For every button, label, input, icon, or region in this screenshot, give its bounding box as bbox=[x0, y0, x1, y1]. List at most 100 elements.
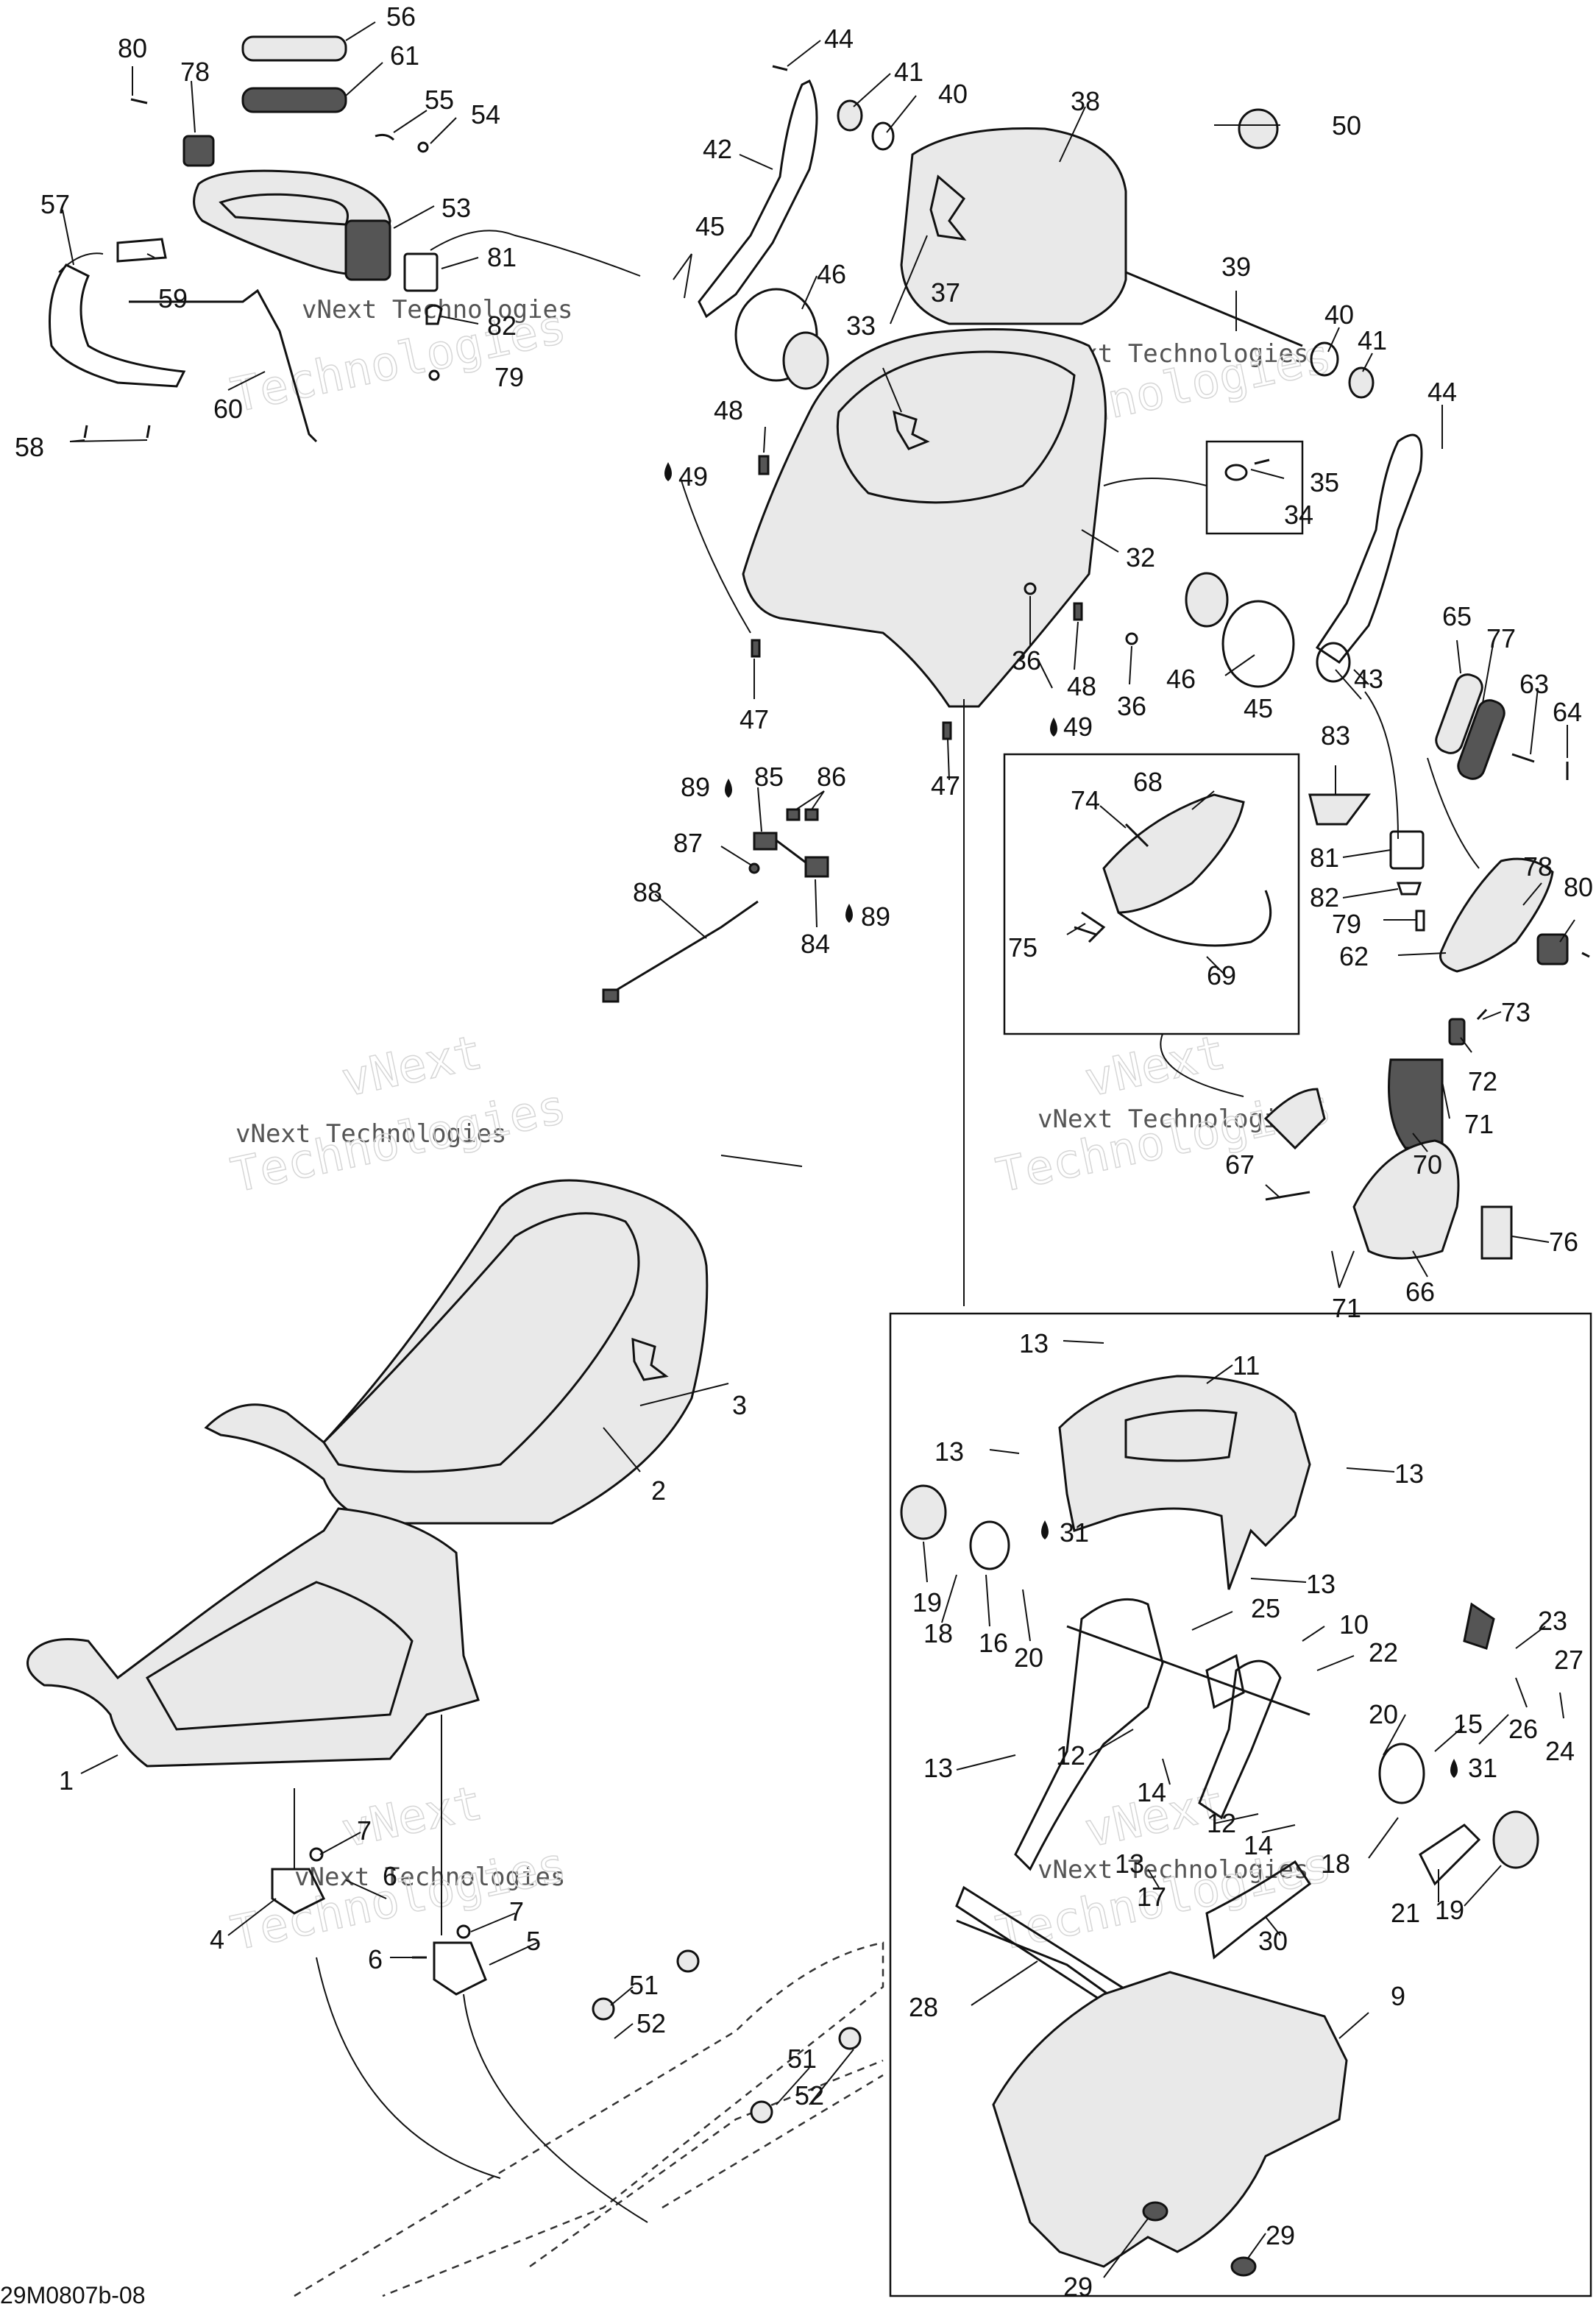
footrest-57 bbox=[49, 263, 186, 388]
label-41: 41 bbox=[1358, 325, 1387, 355]
drop-icon bbox=[845, 904, 853, 923]
wiring-harness bbox=[602, 808, 829, 1003]
rod-link bbox=[58, 252, 104, 273]
connection-lines bbox=[430, 230, 1480, 1306]
label-25: 25 bbox=[1251, 1593, 1280, 1623]
backrest-38 bbox=[900, 127, 1127, 325]
washer-40 bbox=[871, 121, 895, 151]
screw-67 bbox=[1265, 1191, 1311, 1201]
drop-icon bbox=[725, 779, 732, 798]
label-81: 81 bbox=[487, 242, 517, 272]
label-87: 87 bbox=[673, 828, 703, 858]
screw-79b bbox=[1415, 910, 1425, 932]
main-seat bbox=[204, 1179, 709, 1525]
bearing-19 bbox=[900, 1484, 947, 1540]
upper-seat bbox=[742, 328, 1304, 740]
connector-84 bbox=[804, 856, 829, 878]
watermark-text: vNext Technologies bbox=[302, 295, 572, 325]
bearing-46 bbox=[782, 331, 829, 390]
label-45: 45 bbox=[1244, 693, 1273, 723]
frame-rail-3 bbox=[662, 2074, 884, 2209]
label-2: 2 bbox=[651, 1475, 666, 1506]
shaft-10 bbox=[1066, 1625, 1311, 1716]
label-42: 42 bbox=[703, 134, 732, 164]
label-40: 40 bbox=[1324, 300, 1354, 330]
label-58: 58 bbox=[15, 432, 44, 462]
frame-rail-2 bbox=[529, 2059, 884, 2268]
label-88: 88 bbox=[633, 877, 662, 907]
label-78: 78 bbox=[1523, 851, 1553, 882]
label-60: 60 bbox=[213, 394, 243, 424]
nut-7b bbox=[456, 1924, 471, 1939]
label-7: 7 bbox=[357, 1815, 372, 1846]
label-47: 47 bbox=[740, 704, 769, 734]
nut-54 bbox=[417, 141, 429, 153]
label-19: 19 bbox=[1435, 1895, 1464, 1925]
cap-73 bbox=[1476, 1008, 1488, 1021]
watermark-text: vNext Technologies bbox=[1038, 1855, 1308, 1885]
bumper-51b bbox=[676, 1949, 700, 1973]
lever-21 bbox=[1419, 1824, 1481, 1886]
screw-80 bbox=[130, 98, 148, 104]
label-80: 80 bbox=[1564, 872, 1593, 902]
bearing-46b bbox=[1185, 572, 1229, 628]
right-handle-assembly bbox=[1308, 673, 1590, 973]
rod-60 bbox=[129, 288, 318, 443]
label-20: 20 bbox=[1369, 1699, 1398, 1729]
inset-box-68-75 bbox=[1003, 753, 1300, 1035]
label-68: 68 bbox=[1133, 767, 1163, 797]
label-13: 13 bbox=[1115, 1849, 1144, 1879]
label-34: 34 bbox=[1284, 500, 1313, 530]
label-18: 18 bbox=[1321, 1849, 1350, 1879]
label-83: 83 bbox=[1321, 720, 1350, 751]
screw-63 bbox=[1511, 753, 1535, 763]
inset-box-34-35 bbox=[1205, 440, 1304, 535]
label-59: 59 bbox=[158, 283, 188, 313]
label-15: 15 bbox=[1453, 1709, 1483, 1739]
label-13: 13 bbox=[1394, 1459, 1424, 1489]
label-5: 5 bbox=[526, 1926, 541, 1956]
drop-icon bbox=[1041, 1520, 1049, 1539]
label-7: 7 bbox=[509, 1896, 524, 1927]
label-13: 13 bbox=[923, 1753, 953, 1783]
label-80: 80 bbox=[118, 33, 147, 63]
plate-15 bbox=[1378, 1743, 1425, 1804]
label-40: 40 bbox=[938, 79, 968, 109]
watermark-text: vNext bbox=[1080, 1025, 1230, 1108]
label-49: 49 bbox=[1063, 712, 1093, 742]
label-63: 63 bbox=[1519, 669, 1549, 699]
label-89: 89 bbox=[681, 772, 710, 802]
arm-10-right bbox=[1198, 1659, 1282, 1820]
seat-base bbox=[26, 1507, 480, 1768]
wire-85-84 bbox=[776, 839, 806, 864]
label-46: 46 bbox=[817, 259, 846, 289]
label-24: 24 bbox=[1545, 1736, 1575, 1766]
label-31: 31 bbox=[1468, 1753, 1497, 1783]
bracket-4 bbox=[271, 1868, 326, 1915]
grip-56 bbox=[241, 35, 347, 62]
label-54: 54 bbox=[471, 99, 500, 130]
label-82: 82 bbox=[1310, 882, 1339, 912]
label-67: 67 bbox=[1225, 1149, 1255, 1180]
label-78: 78 bbox=[180, 57, 210, 87]
screw-44 bbox=[772, 65, 788, 71]
label-9: 9 bbox=[1391, 1981, 1405, 2011]
spring-55 bbox=[375, 133, 395, 141]
label-52: 52 bbox=[795, 2080, 824, 2111]
watermark-text: vNext Technologies bbox=[235, 1119, 506, 1149]
label-36: 36 bbox=[1012, 645, 1041, 676]
label-12: 12 bbox=[1056, 1740, 1085, 1771]
label-86: 86 bbox=[817, 762, 846, 792]
label-46: 46 bbox=[1166, 664, 1196, 694]
pin-48 bbox=[758, 455, 770, 475]
label-29: 29 bbox=[1266, 2220, 1295, 2250]
grip-61 bbox=[241, 87, 347, 113]
label-57: 57 bbox=[40, 189, 70, 219]
label-71: 71 bbox=[1464, 1109, 1494, 1139]
base-1 bbox=[26, 1507, 480, 1768]
bumper-29 bbox=[1142, 2201, 1168, 2222]
frame-rail bbox=[294, 1941, 884, 2297]
watermark-text: Technologies bbox=[227, 1080, 571, 1204]
terminal-86b bbox=[804, 808, 819, 821]
label-65: 65 bbox=[1442, 601, 1472, 631]
